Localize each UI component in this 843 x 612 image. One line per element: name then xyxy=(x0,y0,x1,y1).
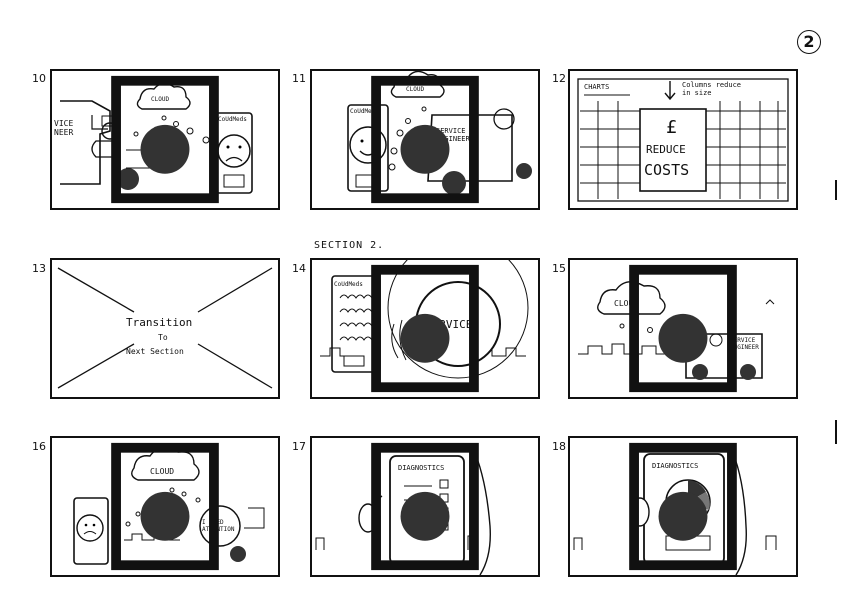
storyboard-panel-14: CoUdMeds SERVICE xyxy=(310,258,540,399)
panel-12-pound-label: £ xyxy=(666,117,677,138)
margin-mark xyxy=(835,420,837,444)
panel-number: 15 xyxy=(552,262,566,275)
panel-17-title-label: DIAGNOSTICS xyxy=(398,464,444,472)
panel-18-title-label: DIAGNOSTICS xyxy=(652,462,698,470)
panel-10-phone-label: CoUdMeds xyxy=(218,116,247,123)
panel-11-cloud-label: CLOUD xyxy=(406,86,424,93)
bookmark-icon xyxy=(629,442,737,571)
panel-number: 10 xyxy=(32,72,46,85)
panel-14-phone-label: CoUdMeds xyxy=(334,281,363,288)
panel-12-reduce-label: REDUCE xyxy=(646,143,686,156)
section-heading: SECTION 2. xyxy=(314,240,385,251)
page-number: 2 xyxy=(797,30,821,54)
bookmark-icon xyxy=(371,75,479,204)
panel-11-phone-label: CoUdMeds xyxy=(350,108,379,115)
storyboard-panel-17: DIAGNOSTICS xyxy=(310,436,540,577)
bookmark-icon xyxy=(371,442,479,571)
panel-number: 11 xyxy=(292,72,306,85)
panel-number: 13 xyxy=(32,262,46,275)
bookmark-icon xyxy=(629,264,737,393)
margin-mark xyxy=(835,180,837,200)
panel-10-cloud-label: CLOUD xyxy=(151,96,169,103)
panel-12-charts-label: CHARTS xyxy=(584,83,609,91)
storyboard-panel-18: DIAGNOSTICS xyxy=(568,436,798,577)
panel-13-transition-label: Transition xyxy=(126,316,192,329)
panel-16-cloud-label: CLOUD xyxy=(150,467,174,476)
panel-number: 18 xyxy=(552,440,566,453)
bookmark-icon xyxy=(111,75,219,204)
panel-number: 12 xyxy=(552,72,566,85)
bookmark-icon xyxy=(371,264,479,393)
panel-13-sketch: Transition To Next Section xyxy=(57,267,273,389)
panel-number: 17 xyxy=(292,440,306,453)
panel-number: 16 xyxy=(32,440,46,453)
panel-15-cloud-label: CLOUD xyxy=(614,299,638,308)
panel-13-to-label: To xyxy=(158,333,168,342)
storyboard-panel-13: Transition To Next Section xyxy=(50,258,280,399)
panel-13-next-section-label: Next Section xyxy=(126,347,184,356)
bookmark-icon xyxy=(111,442,219,571)
panel-12-costs-label: COSTS xyxy=(644,161,689,179)
panel-number: 14 xyxy=(292,262,306,275)
